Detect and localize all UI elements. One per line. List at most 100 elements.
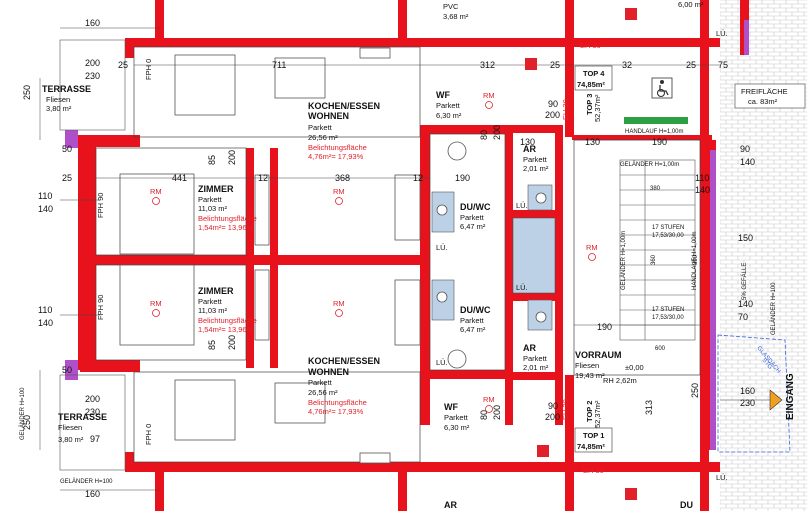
dim-140b: 140	[38, 204, 53, 214]
dimension-texts: 160 250 200 230 25 711 312 25 32 25 75 5…	[22, 18, 755, 499]
dim-85: 85	[207, 155, 217, 165]
lue-label: LÜ.	[436, 243, 448, 252]
walls	[78, 0, 749, 511]
dim-200: 200	[85, 58, 100, 68]
zimmer-bot-light1: Belichtungsfläche	[198, 316, 257, 325]
wf-bot-floor: Parkett	[444, 413, 469, 422]
zimmer-top-area: 11,03 m²	[198, 204, 228, 213]
dim-160c: 160	[85, 489, 100, 499]
dim-200c: 200	[492, 125, 502, 140]
dim-190b: 190	[455, 173, 470, 183]
dim-230: 230	[85, 71, 100, 81]
rm-marker: RM	[483, 91, 495, 100]
top1-area: 74,85m²	[577, 442, 605, 451]
ar-top-name: AR	[523, 144, 536, 154]
dim-70: 70	[738, 312, 748, 322]
gelaender-label: GELÄNDER H=1,00m	[620, 161, 679, 168]
top1-label: TOP 1	[583, 431, 604, 440]
dim-200h: 200	[85, 394, 100, 404]
handlauf-label2: HANDLAUF H=1,00m	[692, 231, 698, 290]
dim-130b: 130	[585, 137, 600, 147]
kochen-bot-floor: Parkett	[308, 378, 333, 387]
lue-label: LÜ.	[716, 473, 728, 482]
dim-80: 80	[479, 130, 489, 140]
dim-200e: 200	[227, 335, 237, 350]
eh-top: EH 30	[580, 41, 601, 50]
kochen-top-area: 26,56 m²	[308, 133, 338, 142]
freiflaeche-box	[734, 83, 806, 109]
dim-160b: 160	[740, 386, 755, 396]
dim-150: 150	[738, 233, 753, 243]
dim-200b: 200	[227, 150, 237, 165]
eh30-label: EH 30	[583, 466, 604, 475]
gelaender-label4: GELÄNDER H=100	[19, 387, 26, 440]
kochen-top-light1: Belichtungsfläche	[308, 143, 367, 152]
dim-200d: 200	[545, 110, 560, 120]
dim-50c: 50	[62, 365, 72, 375]
fph-labels: FPH 90 FPH 90 FPH 0 FPH 0	[96, 59, 153, 445]
level-label: ±0,00	[625, 363, 644, 372]
gelaender-label5: GELÄNDER H=100	[60, 478, 113, 485]
wf-top-floor: Parkett	[436, 101, 461, 110]
area-right: 6,00 m²	[678, 0, 704, 9]
rh-label: RH 2,62m	[603, 376, 637, 385]
duwc-bot-floor: Parkett	[460, 316, 485, 325]
pvc-label: PVC	[443, 2, 459, 11]
terrasse-bot-floor: Fliesen	[58, 423, 82, 432]
gelaender-label3: GELÄNDER H=100	[770, 282, 777, 335]
terrasse-bot-area: 3,80 m²	[58, 435, 84, 444]
dim-25: 25	[118, 60, 128, 70]
dim-90: 90	[548, 99, 558, 109]
fire-extinguisher-icon	[525, 8, 637, 500]
kochen-top-floor: Parkett	[308, 123, 333, 132]
zimmer-top-name: ZIMMER	[198, 184, 234, 194]
ar-bot-name: AR	[523, 343, 536, 353]
dim-75: 75	[718, 60, 728, 70]
terrasse-top-area: 3,80 m²	[46, 104, 72, 113]
duwc-top-floor: Parkett	[460, 213, 485, 222]
freiflaeche-label2: ca. 83m²	[748, 97, 778, 106]
lue-label: LÜ.	[436, 358, 448, 367]
dim-190: 190	[652, 137, 667, 147]
dim-110c: 110	[695, 173, 709, 183]
wf-top-area: 6,30 m²	[436, 111, 462, 120]
dim-250: 250	[22, 85, 32, 100]
vorraum-area: 19,43 m²	[575, 371, 605, 380]
dim-25c: 25	[686, 60, 696, 70]
dim-90b: 90	[740, 144, 750, 154]
zimmer-bot-name: ZIMMER	[198, 286, 234, 296]
dim-130: 130	[520, 137, 535, 147]
pvc-area: 3,68 m²	[443, 12, 469, 21]
freiflaeche-label1: FREIFLÄCHE	[741, 87, 788, 96]
lue-label: LÜ.	[516, 283, 528, 292]
d600-label: 600	[655, 346, 666, 352]
terrasse-top-floor: Fliesen	[46, 95, 70, 104]
green-strip	[624, 117, 688, 124]
dim-190c: 190	[597, 322, 612, 332]
wf-bot-area: 6,30 m²	[444, 423, 470, 432]
kochen-bot-name1: KOCHEN/ESSEN	[308, 356, 380, 366]
dim-160: 160	[85, 18, 100, 28]
duwc-bot-name: DU/WC	[460, 305, 491, 315]
eh-labels: EH 30 EH 30 EH 30	[561, 99, 604, 475]
d360-label: 360	[651, 254, 657, 265]
terrasse-bot-name: TERRASSE	[58, 412, 107, 422]
kochen-bot-area: 26,56 m²	[308, 388, 338, 397]
vorraum-name: VORRAUM	[575, 350, 622, 360]
room-labels: TERRASSE Fliesen 3,80 m² KOCHEN/ESSEN WO…	[42, 84, 693, 510]
dim-140c: 140	[38, 318, 53, 328]
dim-312: 312	[480, 60, 495, 70]
rm-marker: RM	[586, 243, 598, 252]
eh30-label: EH 30	[561, 99, 570, 120]
terraces	[59, 39, 126, 471]
lue-label: LÜ.	[516, 201, 528, 210]
kochen-bot-light2: 4,76m²= 17,93%	[308, 407, 364, 416]
ar-bot-area: 2,01 m²	[523, 363, 549, 372]
dim-441: 441	[172, 173, 187, 183]
eh30-label: EH 30	[561, 399, 570, 420]
fph0-label: FPH 0	[144, 59, 153, 80]
dim-25d: 25	[62, 173, 72, 183]
d380-label: 380	[650, 186, 661, 192]
duwc-top-area: 6,47 m²	[460, 222, 486, 231]
terrasse-top-name: TERRASSE	[42, 84, 91, 94]
